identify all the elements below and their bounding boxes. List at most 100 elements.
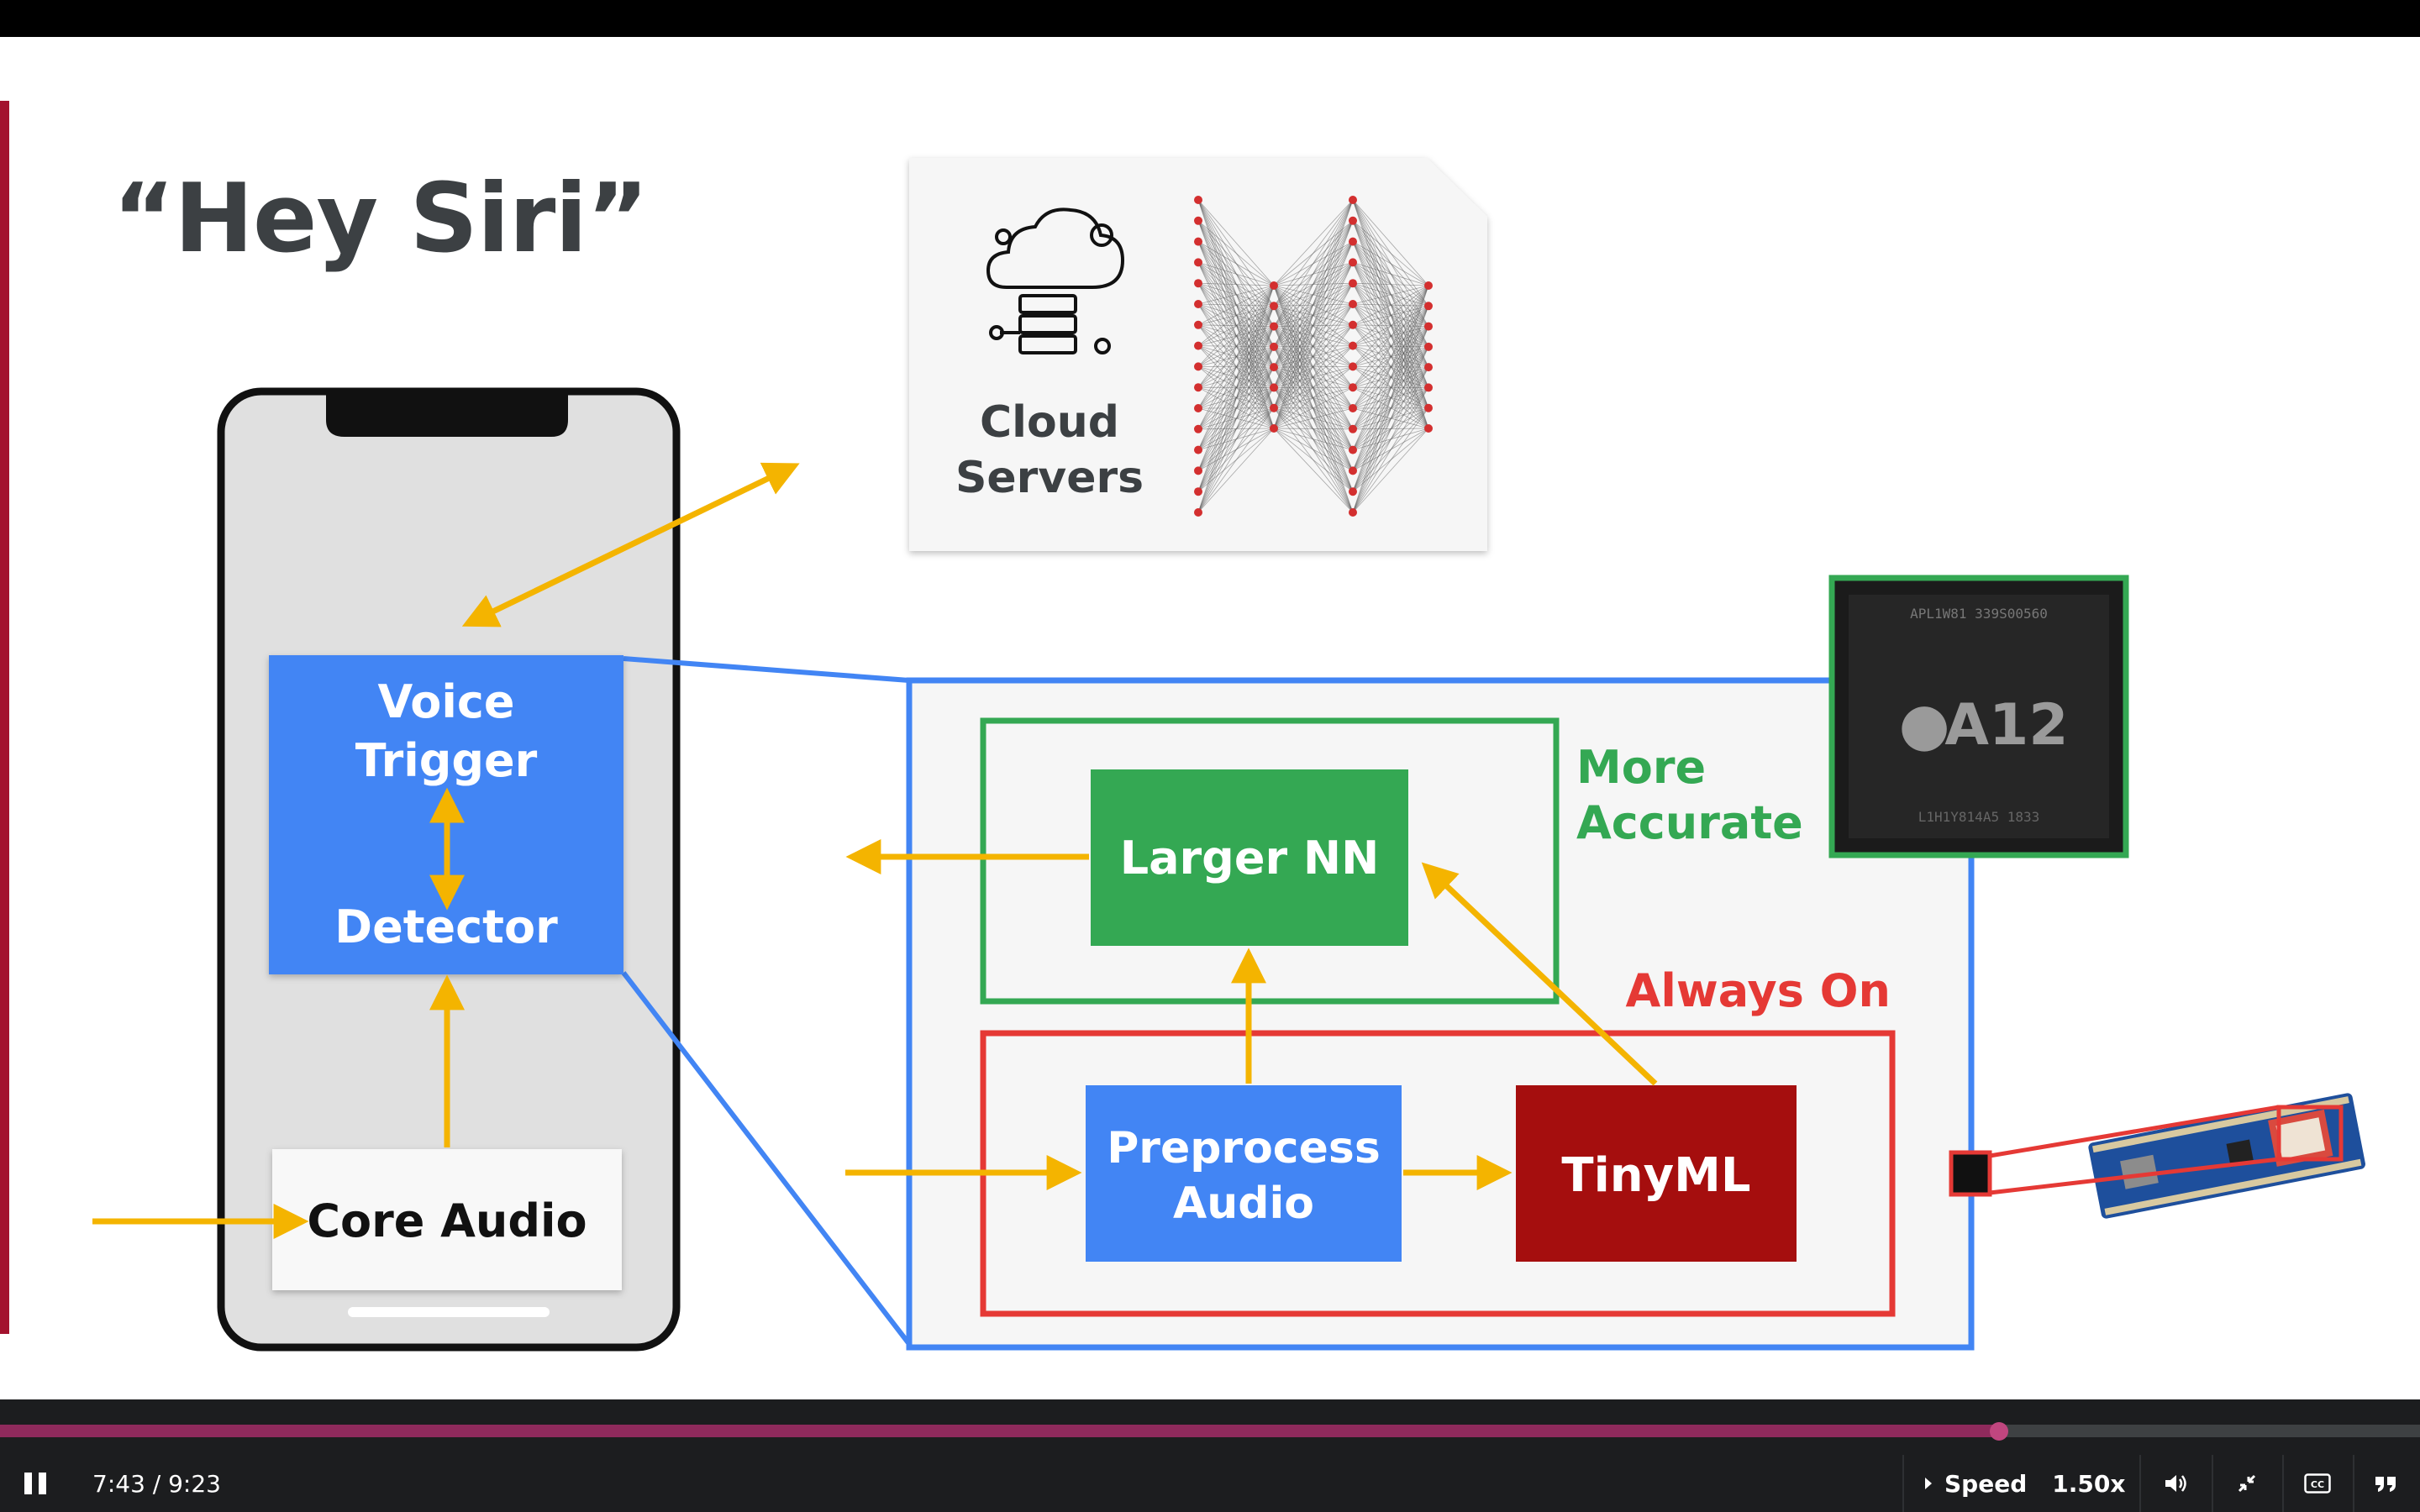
exit-fullscreen-button[interactable]: [2222, 1455, 2272, 1512]
captions-button[interactable]: CC: [2292, 1455, 2343, 1512]
progress-bar[interactable]: [0, 1422, 2420, 1441]
core-audio-box: [272, 1149, 622, 1290]
nn-connection: [1352, 241, 1429, 286]
nn-connection: [1197, 285, 1275, 367]
nn-node: [1270, 363, 1278, 372]
nn-node: [1194, 216, 1202, 225]
nn-node: [1194, 320, 1202, 329]
nn-connection: [1352, 285, 1429, 305]
nn-connection: [1352, 285, 1429, 429]
nn-connection: [1197, 285, 1275, 429]
nn-connection: [1197, 428, 1275, 513]
nn-connection: [1352, 346, 1429, 513]
cloud-servers-card: Cloud Servers: [909, 158, 1487, 551]
nn-connection: [1273, 199, 1354, 307]
nn-connection: [1273, 428, 1354, 471]
volume-button[interactable]: [2151, 1455, 2202, 1512]
nn-node: [1349, 487, 1357, 496]
cloud-label-line1: Cloud: [980, 397, 1119, 448]
nn-connection: [1273, 428, 1354, 513]
nn-connection: [1273, 199, 1354, 327]
nn-node: [1349, 424, 1357, 433]
larger-nn-box: [1091, 769, 1408, 946]
nn-node: [1194, 341, 1202, 350]
separator: [2212, 1455, 2213, 1512]
nn-node: [1349, 300, 1357, 308]
nn-node: [1424, 424, 1433, 433]
nn-node: [1424, 281, 1433, 290]
nn-connection: [1197, 241, 1275, 286]
nn-node: [1349, 237, 1357, 246]
nn-connection: [1197, 220, 1275, 286]
zoom-line-bottom: [621, 971, 912, 1346]
nn-connection: [1273, 220, 1354, 429]
speed-button[interactable]: Speed 1.50x: [1923, 1455, 2133, 1512]
apple-logo-icon: ●: [1898, 690, 1949, 759]
nn-connection: [1352, 407, 1429, 513]
separator: [1902, 1455, 1904, 1512]
minimize-icon: [2238, 1474, 2256, 1493]
nn-connection: [1197, 285, 1275, 346]
nn-node: [1349, 466, 1357, 475]
nn-connection: [1197, 366, 1275, 513]
volume-icon: [2165, 1475, 2186, 1492]
nn-connection: [1273, 199, 1354, 348]
nn-connection: [1197, 285, 1275, 409]
nn-connection: [1352, 262, 1429, 286]
nn-connection: [1273, 262, 1354, 429]
nn-connection: [1273, 366, 1354, 429]
pause-button[interactable]: [12, 1455, 59, 1512]
arrow-phone-cloud: [461, 462, 800, 627]
nn-connection: [1352, 220, 1429, 286]
nn-connection: [1273, 199, 1354, 429]
nn-connection: [1273, 283, 1354, 429]
nn-node: [1270, 302, 1278, 311]
nn-node: [1349, 404, 1357, 412]
zoom-line-top: [623, 656, 910, 683]
nn-connection: [1273, 324, 1354, 429]
speed-caret-icon: [1925, 1478, 1932, 1489]
nn-node: [1349, 258, 1357, 267]
neural-network-icon: [1194, 196, 1433, 517]
nn-connection: [1197, 282, 1275, 286]
time-display: 7:43 / 9:23: [92, 1470, 221, 1498]
flow-arrows: [92, 462, 1658, 1239]
nn-node: [1270, 322, 1278, 331]
cloud-server-icon: [986, 207, 1125, 354]
nn-connection: [1352, 282, 1429, 286]
nn-connection: [1197, 346, 1275, 513]
nn-connection: [1352, 387, 1429, 513]
pause-icon: [24, 1473, 46, 1494]
tinyml-box: [1516, 1085, 1797, 1262]
nn-connection: [1352, 285, 1429, 471]
nn-connection: [1273, 407, 1354, 429]
nn-node: [1194, 466, 1202, 475]
nn-connection: [1197, 285, 1275, 471]
nn-connection: [1273, 303, 1354, 429]
nn-connection: [1197, 199, 1275, 286]
nn-node: [1349, 196, 1357, 204]
nn-node: [1424, 322, 1433, 331]
cloud-label-line2: Servers: [955, 453, 1144, 503]
nn-connection: [1273, 428, 1354, 430]
transcript-button[interactable]: [2361, 1455, 2412, 1512]
nn-connection: [1273, 241, 1354, 429]
speed-value: 1.50x: [2052, 1469, 2126, 1498]
chip-top-marking: APL1W81 339S00560: [1910, 606, 2048, 622]
svg-text:CC: CC: [2311, 1479, 2324, 1490]
nn-connection: [1197, 407, 1275, 513]
nn-connection: [1197, 326, 1275, 513]
arduino-board-image: [1949, 1093, 2365, 1219]
nn-connection: [1197, 306, 1275, 513]
nn-connection: [1352, 285, 1429, 450]
progress-knob[interactable]: [1989, 1422, 2008, 1441]
nn-node: [1194, 508, 1202, 517]
nn-connection: [1273, 199, 1354, 388]
arrow-tinyml-nn: [1421, 862, 1658, 1086]
nn-connection: [1273, 199, 1354, 286]
nn-connection: [1352, 285, 1429, 367]
nn-connection: [1273, 199, 1354, 368]
separator: [2139, 1455, 2141, 1512]
nn-connection: [1273, 428, 1354, 450]
nn-connection: [1197, 285, 1275, 513]
